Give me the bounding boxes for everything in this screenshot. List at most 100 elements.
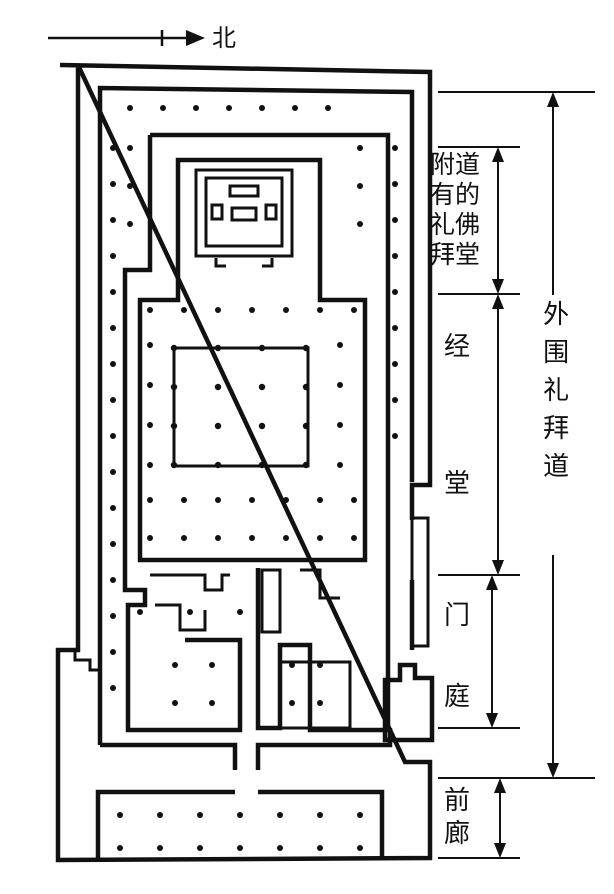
- column-dot: [357, 221, 363, 227]
- outer-path-label: 外围礼拜道: [538, 300, 569, 490]
- column-dot: [147, 497, 153, 503]
- column-dot: [170, 461, 178, 469]
- column-dot: [317, 662, 323, 668]
- column-dot: [172, 700, 178, 706]
- column-dot: [110, 613, 116, 619]
- column-dot: [147, 382, 153, 388]
- column-dot: [215, 497, 221, 503]
- column-dot: [357, 845, 363, 851]
- column-dot: [110, 325, 116, 331]
- column-dot: [137, 609, 143, 615]
- column-dot: [392, 217, 398, 223]
- column-dot: [170, 344, 178, 352]
- column-dot: [147, 535, 153, 541]
- column-dot: [127, 105, 133, 111]
- column-dot: [110, 577, 116, 583]
- north-label: 北: [212, 24, 236, 52]
- column-dot: [392, 181, 398, 187]
- column-dot: [160, 105, 166, 111]
- column-dot: [110, 181, 116, 187]
- column-dot: [283, 535, 289, 541]
- column-dot: [157, 812, 163, 818]
- column-dot: [317, 497, 323, 503]
- column-dot: [351, 497, 357, 503]
- column-dot: [325, 105, 331, 111]
- column-dot: [392, 325, 398, 331]
- column-dot: [302, 461, 310, 469]
- column-dot: [357, 812, 363, 818]
- column-dot: [214, 344, 222, 352]
- ambulatory-wall: [97, 85, 415, 770]
- column-dot: [187, 609, 193, 615]
- column-dot: [317, 307, 323, 313]
- column-dot: [215, 535, 221, 541]
- column-dot: [226, 105, 232, 111]
- column-dot: [351, 535, 357, 541]
- column-dot: [392, 145, 398, 151]
- column-dot: [110, 685, 116, 691]
- column-dot: [302, 383, 310, 391]
- column-dot: [337, 422, 343, 428]
- column-dot: [302, 344, 310, 352]
- column-dot: [283, 307, 289, 313]
- column-dot: [170, 422, 178, 430]
- column-dot: [110, 649, 116, 655]
- column-dot: [277, 845, 283, 851]
- column-dot: [147, 462, 153, 468]
- column-dot: [317, 812, 323, 818]
- scripture-hall-wall: [137, 157, 368, 563]
- column-dot: [110, 289, 116, 295]
- column-dot: [258, 383, 266, 391]
- column-dot: [215, 307, 221, 313]
- column-dot: [237, 812, 243, 818]
- column-dot: [110, 217, 116, 223]
- column-dot: [209, 662, 215, 668]
- column-dot: [277, 812, 283, 818]
- column-dot: [317, 535, 323, 541]
- column-dot: [392, 253, 398, 259]
- column-dot: [172, 662, 178, 668]
- central-square: [172, 346, 310, 468]
- column-dot: [357, 145, 363, 151]
- column-dot: [127, 221, 133, 227]
- column-dot: [289, 700, 295, 706]
- column-dot: [357, 183, 363, 189]
- column-dot: [392, 397, 398, 403]
- column-dot: [110, 433, 116, 439]
- column-dot: [209, 700, 215, 706]
- dimension-lines: [438, 91, 595, 859]
- column-dot: [289, 662, 295, 668]
- column-dot: [392, 289, 398, 295]
- column-dot: [147, 307, 153, 313]
- column-dot: [117, 812, 123, 818]
- column-dot: [337, 342, 343, 348]
- inner-hall-wall: [122, 132, 391, 733]
- column-dot: [170, 383, 178, 391]
- column-dot: [337, 382, 343, 388]
- column-dot: [317, 845, 323, 851]
- column-dot: [351, 307, 357, 313]
- column-dot: [392, 433, 398, 439]
- column-dot: [110, 541, 116, 547]
- column-dot: [258, 344, 266, 352]
- column-dot: [127, 145, 133, 151]
- front-porch-label: 前 廊: [444, 786, 471, 849]
- column-dot: [214, 422, 222, 430]
- column-dot: [259, 105, 265, 111]
- column-dot: [117, 845, 123, 851]
- column-dot: [110, 469, 116, 475]
- column-dot: [317, 700, 323, 706]
- side-hall-label: 附道 有的 礼佛 拜堂: [430, 150, 481, 269]
- outer-wall-step: [58, 648, 100, 672]
- column-dot: [110, 505, 116, 511]
- column-dot: [181, 307, 187, 313]
- north-arrow-icon: [48, 30, 205, 46]
- column-dots: [110, 105, 398, 851]
- column-dot: [214, 383, 222, 391]
- column-dot: [110, 397, 116, 403]
- column-dot: [197, 845, 203, 851]
- side-pillar-strip: [410, 516, 430, 648]
- column-dot: [249, 307, 255, 313]
- column-dot: [258, 461, 266, 469]
- column-dot: [292, 105, 298, 111]
